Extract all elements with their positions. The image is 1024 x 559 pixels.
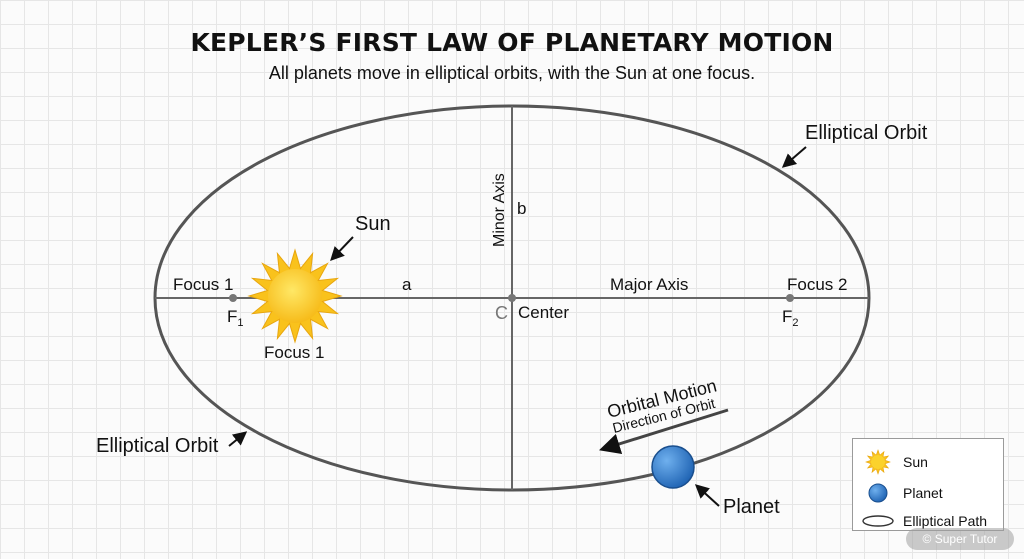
- label-f2: F2: [782, 307, 799, 329]
- diagram-subtitle: All planets move in elliptical orbits, w…: [268, 63, 756, 83]
- diagram-title: KEPLER’S FIRST LAW OF PLANETARY MOTION: [190, 28, 834, 57]
- center-point: [508, 294, 516, 302]
- arrow-elliptical-orbit-left: [228, 431, 248, 447]
- legend-row-sun: Sun: [853, 449, 1003, 475]
- label-b: b: [517, 199, 526, 218]
- label-f1: F1: [227, 307, 244, 329]
- legend-row-planet: Planet: [853, 480, 1003, 506]
- label-focus1-below: Focus 1: [264, 343, 324, 362]
- label-center: Center: [518, 303, 569, 322]
- focus1-point: [229, 294, 237, 302]
- legend-label-planet: Planet: [903, 485, 943, 501]
- label-sun: Sun: [355, 213, 391, 235]
- label-focus2: Focus 2: [787, 275, 847, 294]
- label-elliptical-orbit-top: Elliptical Orbit: [805, 122, 928, 144]
- orbit-direction-arrow: [598, 408, 729, 454]
- focus2-point: [786, 294, 794, 302]
- sun-icon: [247, 248, 343, 344]
- legend-row-path: Elliptical Path: [853, 508, 1003, 534]
- label-minor-axis: Minor Axis: [491, 173, 508, 247]
- label-planet: Planet: [723, 496, 780, 518]
- legend: Sun Planet Elliptical Path: [852, 438, 1004, 531]
- arrow-sun: [330, 236, 354, 262]
- label-elliptical-orbit-left: Elliptical Orbit: [96, 435, 219, 457]
- arrow-elliptical-orbit-top: [781, 146, 807, 168]
- legend-planet-icon: [853, 482, 903, 504]
- label-a: a: [402, 275, 412, 294]
- legend-ellipse-icon: [853, 514, 903, 528]
- legend-sun-icon: [853, 449, 903, 475]
- watermark-badge: © Super Tutor: [906, 528, 1014, 550]
- label-major-axis: Major Axis: [610, 275, 688, 294]
- label-c: C: [495, 303, 508, 323]
- legend-label-path: Elliptical Path: [903, 513, 988, 529]
- planet-icon: [651, 445, 695, 489]
- legend-label-sun: Sun: [903, 454, 928, 470]
- label-focus1: Focus 1: [173, 275, 233, 294]
- arrow-planet: [694, 484, 720, 507]
